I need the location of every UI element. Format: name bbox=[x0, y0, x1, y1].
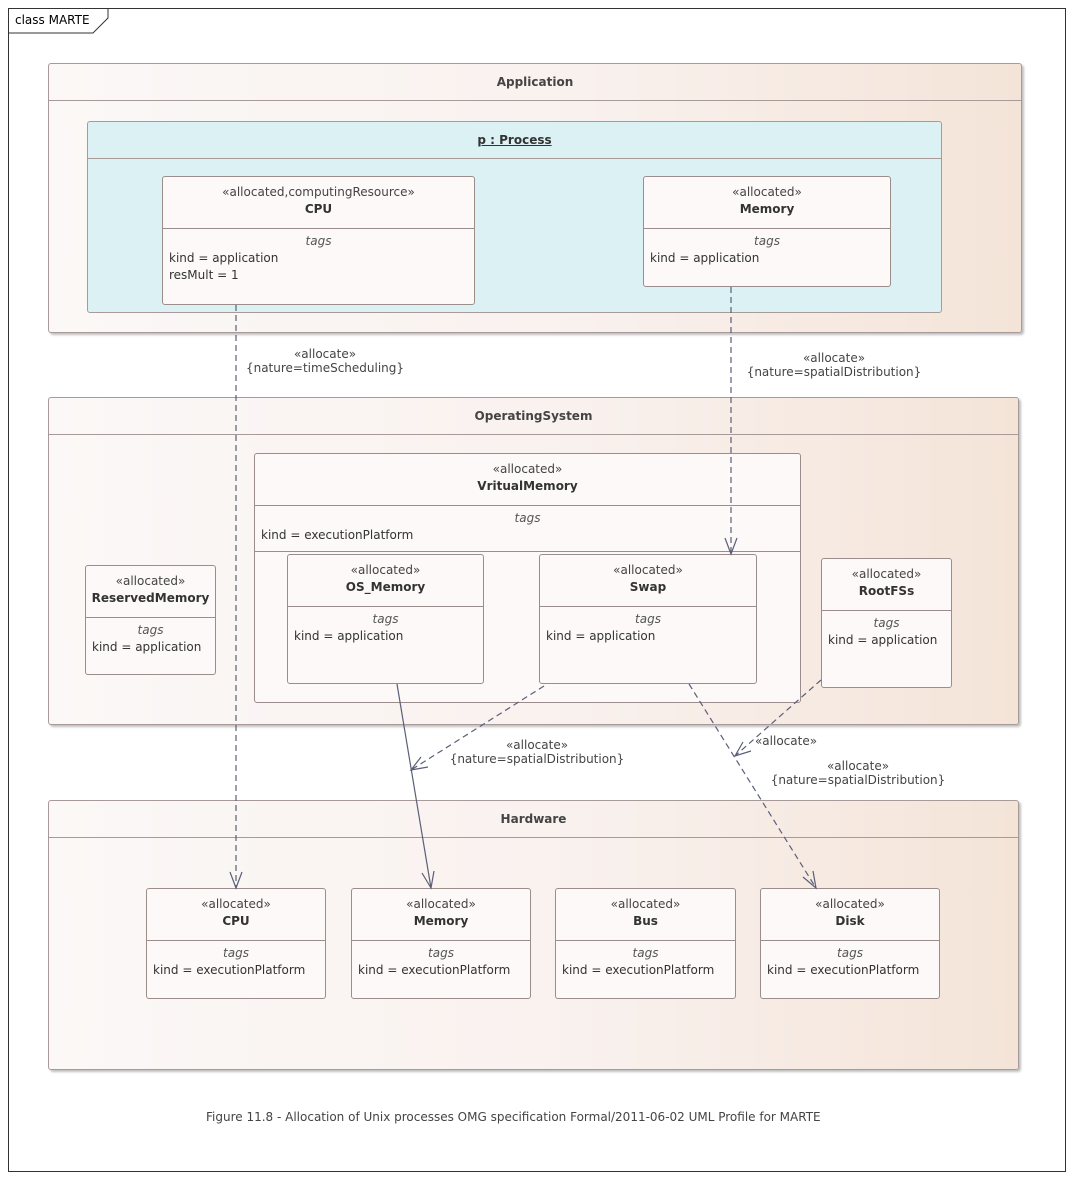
process-title: p : Process bbox=[88, 122, 941, 159]
rootfs-allocate-connector[interactable] bbox=[733, 679, 822, 758]
stereotype-label: «allocate» bbox=[826, 759, 890, 773]
class-name: Memory bbox=[413, 914, 469, 928]
memory-allocate-connector[interactable] bbox=[724, 287, 738, 556]
tag-value: resMult = 1 bbox=[169, 268, 239, 282]
reserved-memory-class[interactable]: «allocated» ReservedMemory tags kind = a… bbox=[85, 565, 216, 675]
tag-value: kind = application bbox=[92, 640, 202, 654]
stereotype-label: «allocated» bbox=[610, 897, 681, 911]
os-memory-class[interactable]: «allocated» OS_Memory tags kind = applic… bbox=[287, 554, 484, 684]
constraint-label: {nature=timeScheduling} bbox=[245, 361, 405, 375]
stereotype-label: «allocated» bbox=[815, 897, 885, 911]
stereotype-label: «allocated» bbox=[732, 185, 802, 199]
swap-class[interactable]: «allocated» Swap tags kind = application bbox=[539, 554, 757, 684]
class-name: CPU bbox=[222, 914, 250, 928]
tag-value: kind = executionPlatform bbox=[261, 528, 414, 542]
os-title: OperatingSystem bbox=[49, 398, 1018, 435]
tags-label: tags bbox=[305, 234, 332, 248]
osmemory-hwmemory-connector[interactable] bbox=[396, 683, 435, 890]
tags-label: tags bbox=[514, 511, 541, 525]
stereotype-label: «allocated» bbox=[851, 567, 922, 581]
stereotype-label: «allocated» bbox=[613, 563, 683, 577]
swap-memory-allocate-label: «allocate» {nature=spatialDistribution} bbox=[448, 738, 626, 766]
stereotype-label: «allocated» bbox=[115, 574, 186, 588]
hw-memory-class[interactable]: «allocated» Memory tags kind = execution… bbox=[351, 888, 531, 999]
stereotype-label: «allocate» bbox=[505, 738, 569, 752]
tags-label: tags bbox=[632, 946, 659, 960]
constraint-label: {nature=spatialDistribution} bbox=[770, 773, 946, 787]
tags-label: tags bbox=[754, 234, 780, 248]
tag-value: kind = executionPlatform bbox=[767, 963, 920, 977]
tag-value: kind = application bbox=[650, 251, 760, 265]
frame-tag bbox=[8, 8, 109, 34]
tags-label: tags bbox=[137, 623, 164, 637]
class-name: Swap bbox=[629, 580, 667, 594]
stereotype-label: «allocated» bbox=[350, 563, 421, 577]
class-name: CPU bbox=[304, 202, 333, 216]
app-memory-class[interactable]: «allocated» Memory tags kind = applicati… bbox=[643, 176, 891, 287]
class-name: Memory bbox=[739, 202, 795, 216]
tags-label: tags bbox=[635, 612, 661, 626]
frame-title: class MARTE bbox=[15, 13, 90, 27]
class-name: ReservedMemory bbox=[91, 591, 210, 605]
cpu-allocate-connector[interactable] bbox=[229, 305, 243, 890]
tags-label: tags bbox=[428, 946, 454, 960]
tag-value: kind = executionPlatform bbox=[562, 963, 715, 977]
class-name: Bus bbox=[633, 914, 658, 928]
hardware-title: Hardware bbox=[49, 801, 1018, 838]
stereotype-label: «allocated» bbox=[201, 897, 271, 911]
tags-label: tags bbox=[837, 946, 863, 960]
application-title: Application bbox=[49, 64, 1021, 101]
rootfs-allocate-label: «allocate» bbox=[752, 734, 820, 748]
figure-caption: Figure 11.8 - Allocation of Unix process… bbox=[206, 1110, 821, 1124]
tag-value: kind = executionPlatform bbox=[358, 963, 511, 977]
stereotype-label: «allocated,computingResource» bbox=[222, 185, 415, 199]
stereotype-label: «allocate» bbox=[802, 351, 866, 365]
constraint-label: {nature=spatialDistribution} bbox=[746, 365, 922, 379]
hw-bus-class[interactable]: «allocated» Bus tags kind = executionPla… bbox=[555, 888, 736, 999]
class-name: OS_Memory bbox=[345, 580, 426, 594]
tag-value: kind = application bbox=[169, 251, 279, 265]
diagram-frame bbox=[8, 8, 1066, 1172]
class-name: VritualMemory bbox=[477, 479, 578, 493]
swap-disk-allocate-connector[interactable] bbox=[688, 683, 817, 890]
memory-allocate-label: «allocate» {nature=spatialDistribution} bbox=[745, 351, 923, 379]
stereotype-label: «allocated» bbox=[492, 462, 563, 476]
app-cpu-class[interactable]: «allocated,computingResource» CPU tags k… bbox=[162, 176, 475, 305]
cpu-allocate-label: «allocate» {nature=timeScheduling} bbox=[245, 347, 405, 375]
stereotype-label: «allocate» bbox=[754, 734, 818, 748]
tags-label: tags bbox=[223, 946, 249, 960]
stereotype-label: «allocated» bbox=[406, 897, 476, 911]
tags-label: tags bbox=[372, 612, 399, 626]
tag-value: kind = executionPlatform bbox=[153, 963, 306, 977]
constraint-label: {nature=spatialDistribution} bbox=[449, 752, 625, 766]
rootfs-class[interactable]: «allocated» RootFSs tags kind = applicat… bbox=[821, 558, 952, 688]
swap-disk-allocate-label: «allocate» {nature=spatialDistribution} bbox=[769, 759, 947, 787]
class-name: Disk bbox=[835, 914, 865, 928]
swap-memory-allocate-connector[interactable] bbox=[409, 685, 545, 771]
hw-disk-class[interactable]: «allocated» Disk tags kind = executionPl… bbox=[760, 888, 940, 999]
tag-value: kind = application bbox=[294, 629, 404, 643]
class-name: RootFSs bbox=[858, 584, 915, 598]
compartment-divider bbox=[255, 551, 800, 552]
stereotype-label: «allocate» bbox=[293, 347, 357, 361]
tag-value: kind = application bbox=[546, 629, 656, 643]
tags-label: tags bbox=[873, 616, 900, 630]
hw-cpu-class[interactable]: «allocated» CPU tags kind = executionPla… bbox=[146, 888, 326, 999]
tag-value: kind = application bbox=[828, 633, 938, 647]
